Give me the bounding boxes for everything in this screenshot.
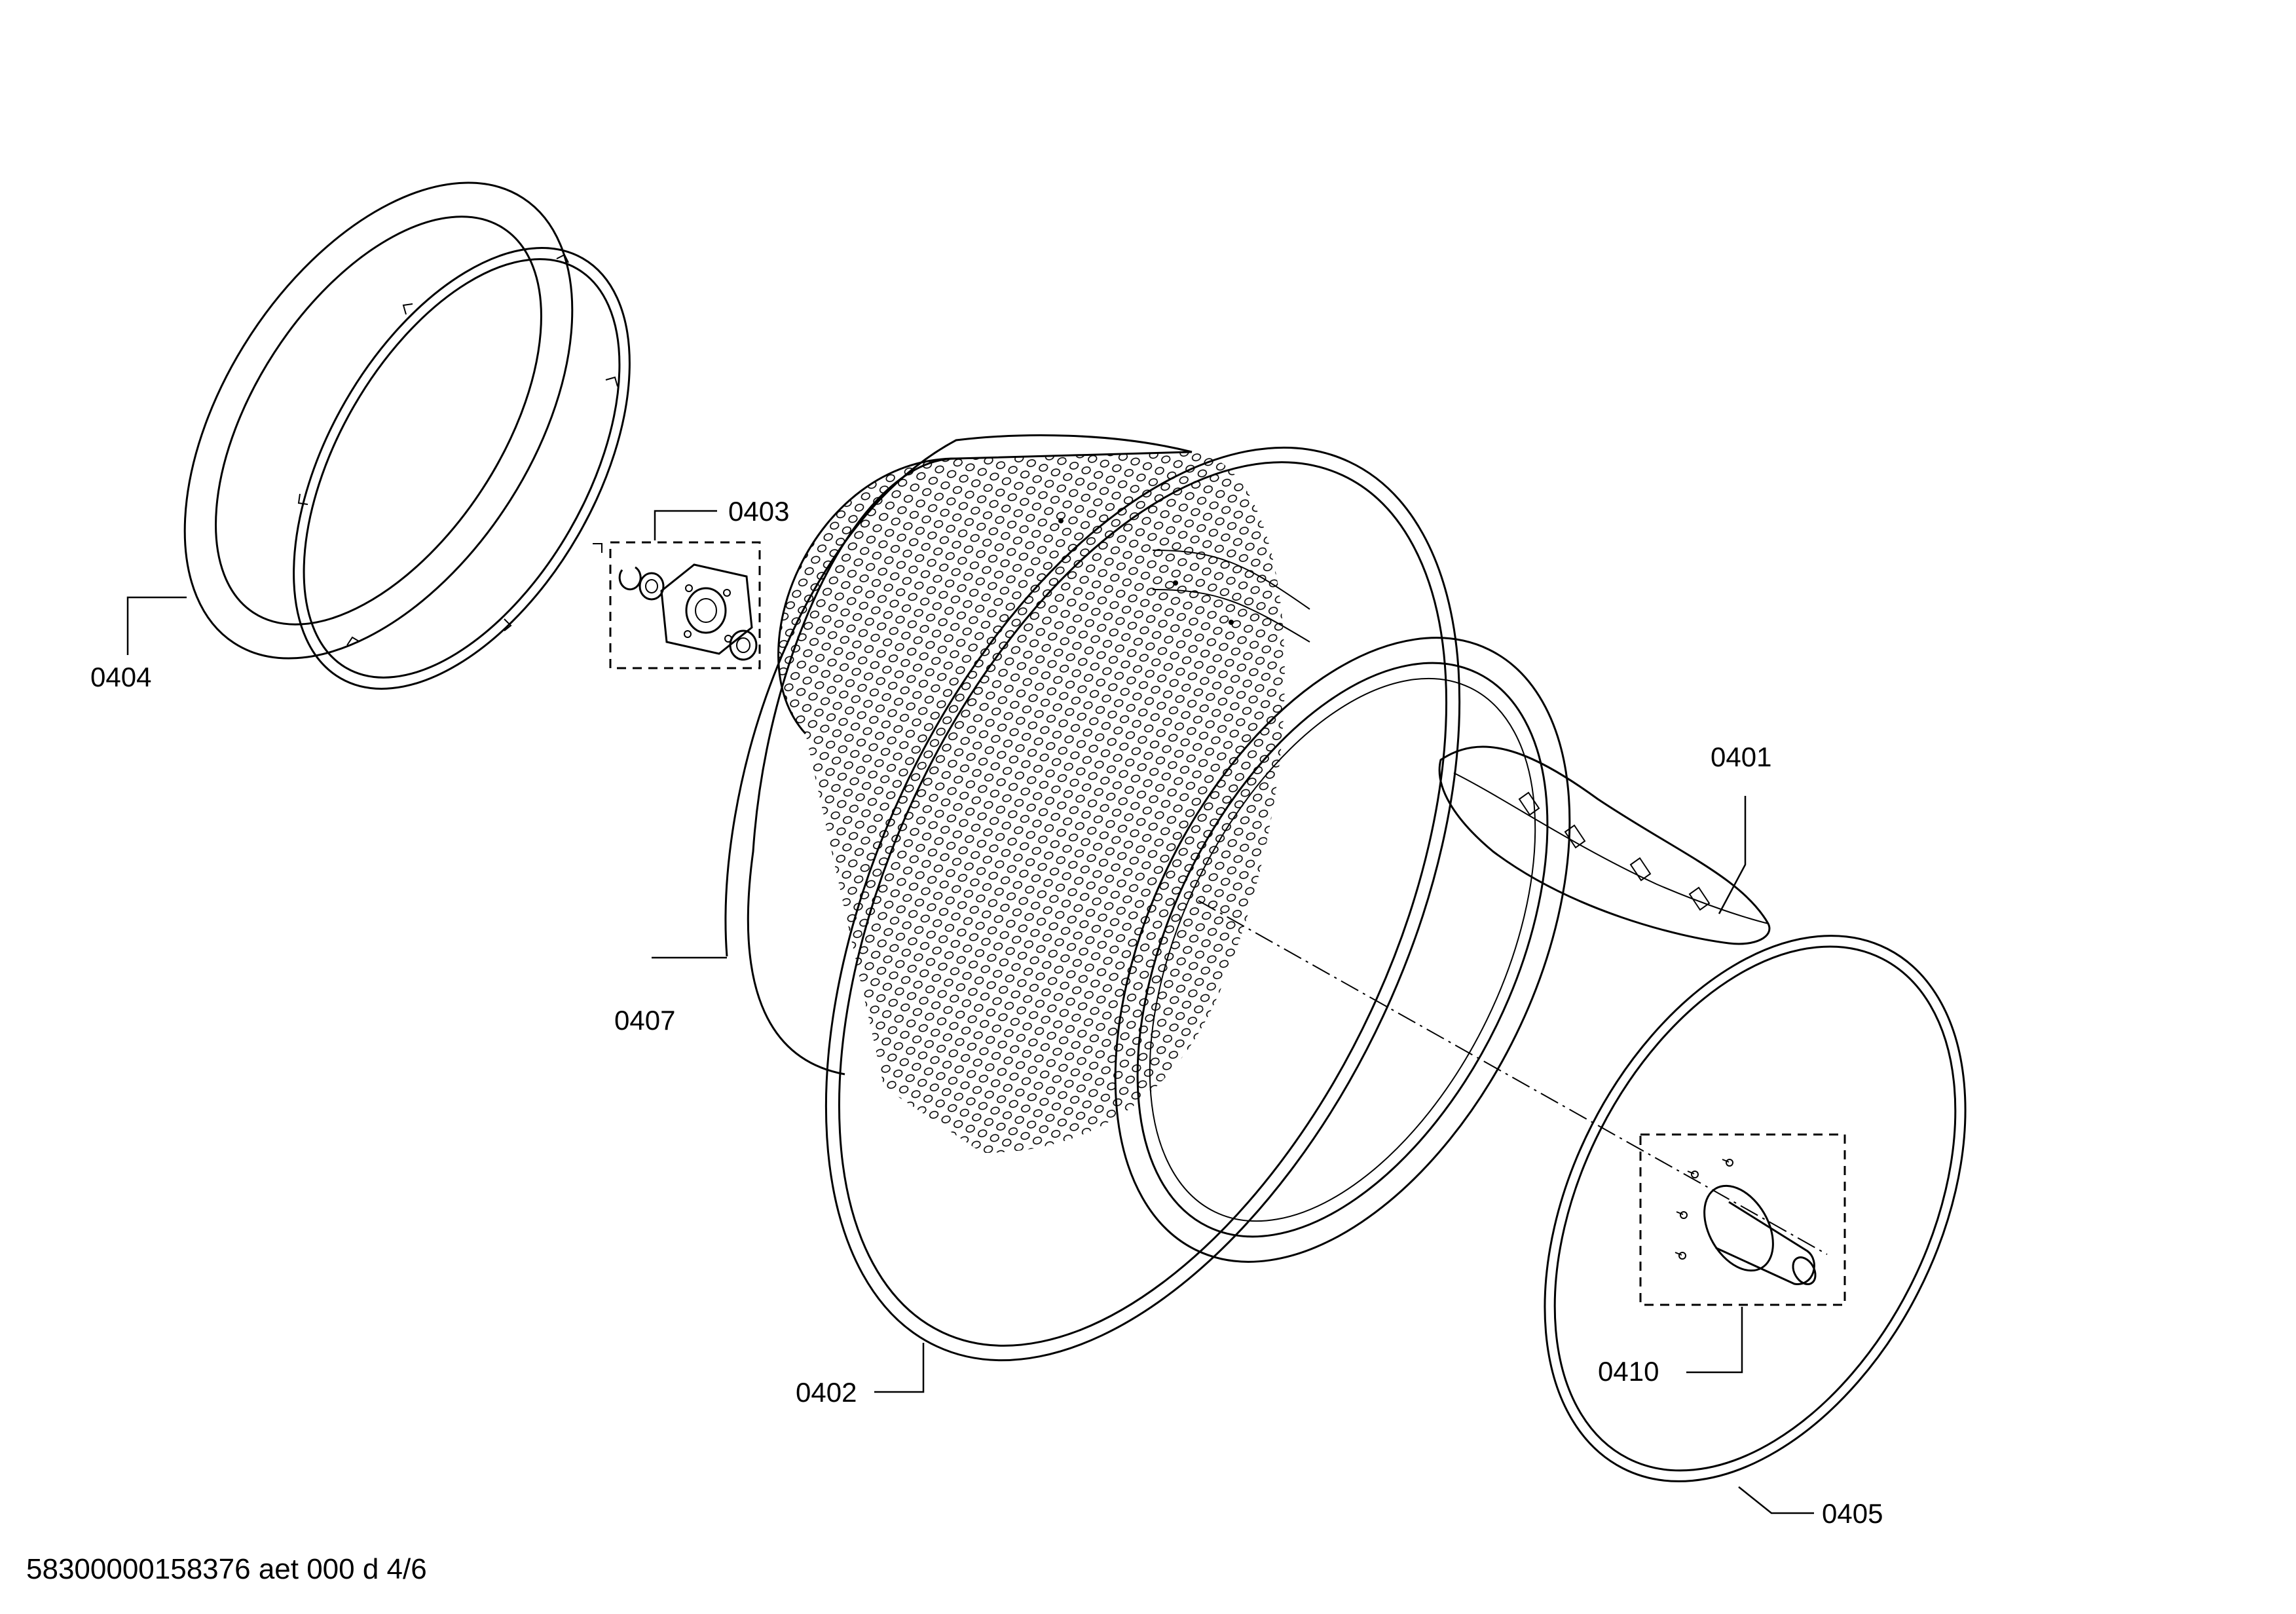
drawing-id: 58300000158376 aet 000 d 4/6	[26, 1553, 427, 1585]
leader-0401	[1718, 796, 1747, 914]
leader-0402	[874, 1343, 925, 1393]
part-0407-drum	[724, 434, 1310, 1153]
leader-0404	[126, 596, 187, 655]
part-label-0401: 0401	[1711, 741, 1771, 772]
part-0403-bearing-assembly	[609, 541, 761, 669]
part-0405-rear-ring	[1544, 935, 1967, 1482]
part-0410-shaft-flange	[1639, 1133, 1846, 1306]
leader-0403	[654, 510, 717, 540]
leader-lines	[126, 510, 1814, 1514]
part-0404-front-ring	[183, 181, 631, 690]
part-label-0410: 0410	[1598, 1356, 1659, 1387]
part-0402-drum-ring	[824, 446, 1461, 1362]
part-label-0403: 0403	[728, 496, 789, 527]
leader-0410	[1686, 1307, 1743, 1374]
part-label-0405: 0405	[1822, 1498, 1883, 1529]
part-label-0404: 0404	[90, 662, 151, 692]
part-label-0407: 0407	[614, 1005, 675, 1036]
drum-rear-rim	[1114, 637, 1571, 1263]
part-0401-lifter	[1438, 745, 1771, 945]
assembly-axis-line	[1198, 900, 1828, 1255]
part-label-0402: 0402	[796, 1377, 857, 1408]
leader-0405	[1738, 1486, 1814, 1514]
